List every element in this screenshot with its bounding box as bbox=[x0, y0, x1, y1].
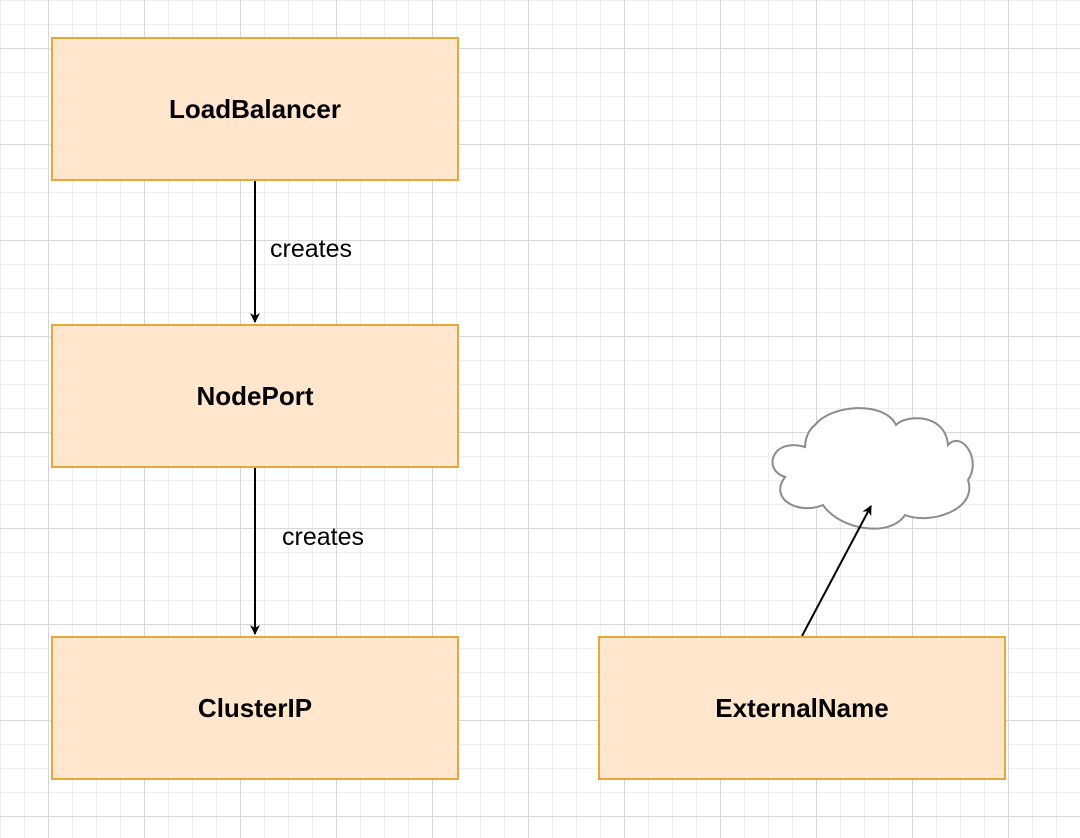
node-clusterip[interactable]: ClusterIP bbox=[51, 636, 459, 780]
node-externalname-label: ExternalName bbox=[715, 692, 889, 723]
node-loadbalancer[interactable]: LoadBalancer bbox=[51, 37, 459, 181]
node-nodeport[interactable]: NodePort bbox=[51, 324, 459, 468]
node-loadbalancer-label: LoadBalancer bbox=[169, 93, 341, 124]
cloud-icon[interactable] bbox=[771, 407, 974, 530]
edge-label-np-to-cip: creates bbox=[282, 523, 364, 551]
node-nodeport-label: NodePort bbox=[196, 380, 314, 411]
edge-label-lb-to-np: creates bbox=[270, 235, 352, 263]
node-externalname[interactable]: ExternalName bbox=[598, 636, 1006, 780]
node-clusterip-label: ClusterIP bbox=[197, 692, 313, 723]
edge-en-to-cloud[interactable] bbox=[801, 505, 872, 637]
